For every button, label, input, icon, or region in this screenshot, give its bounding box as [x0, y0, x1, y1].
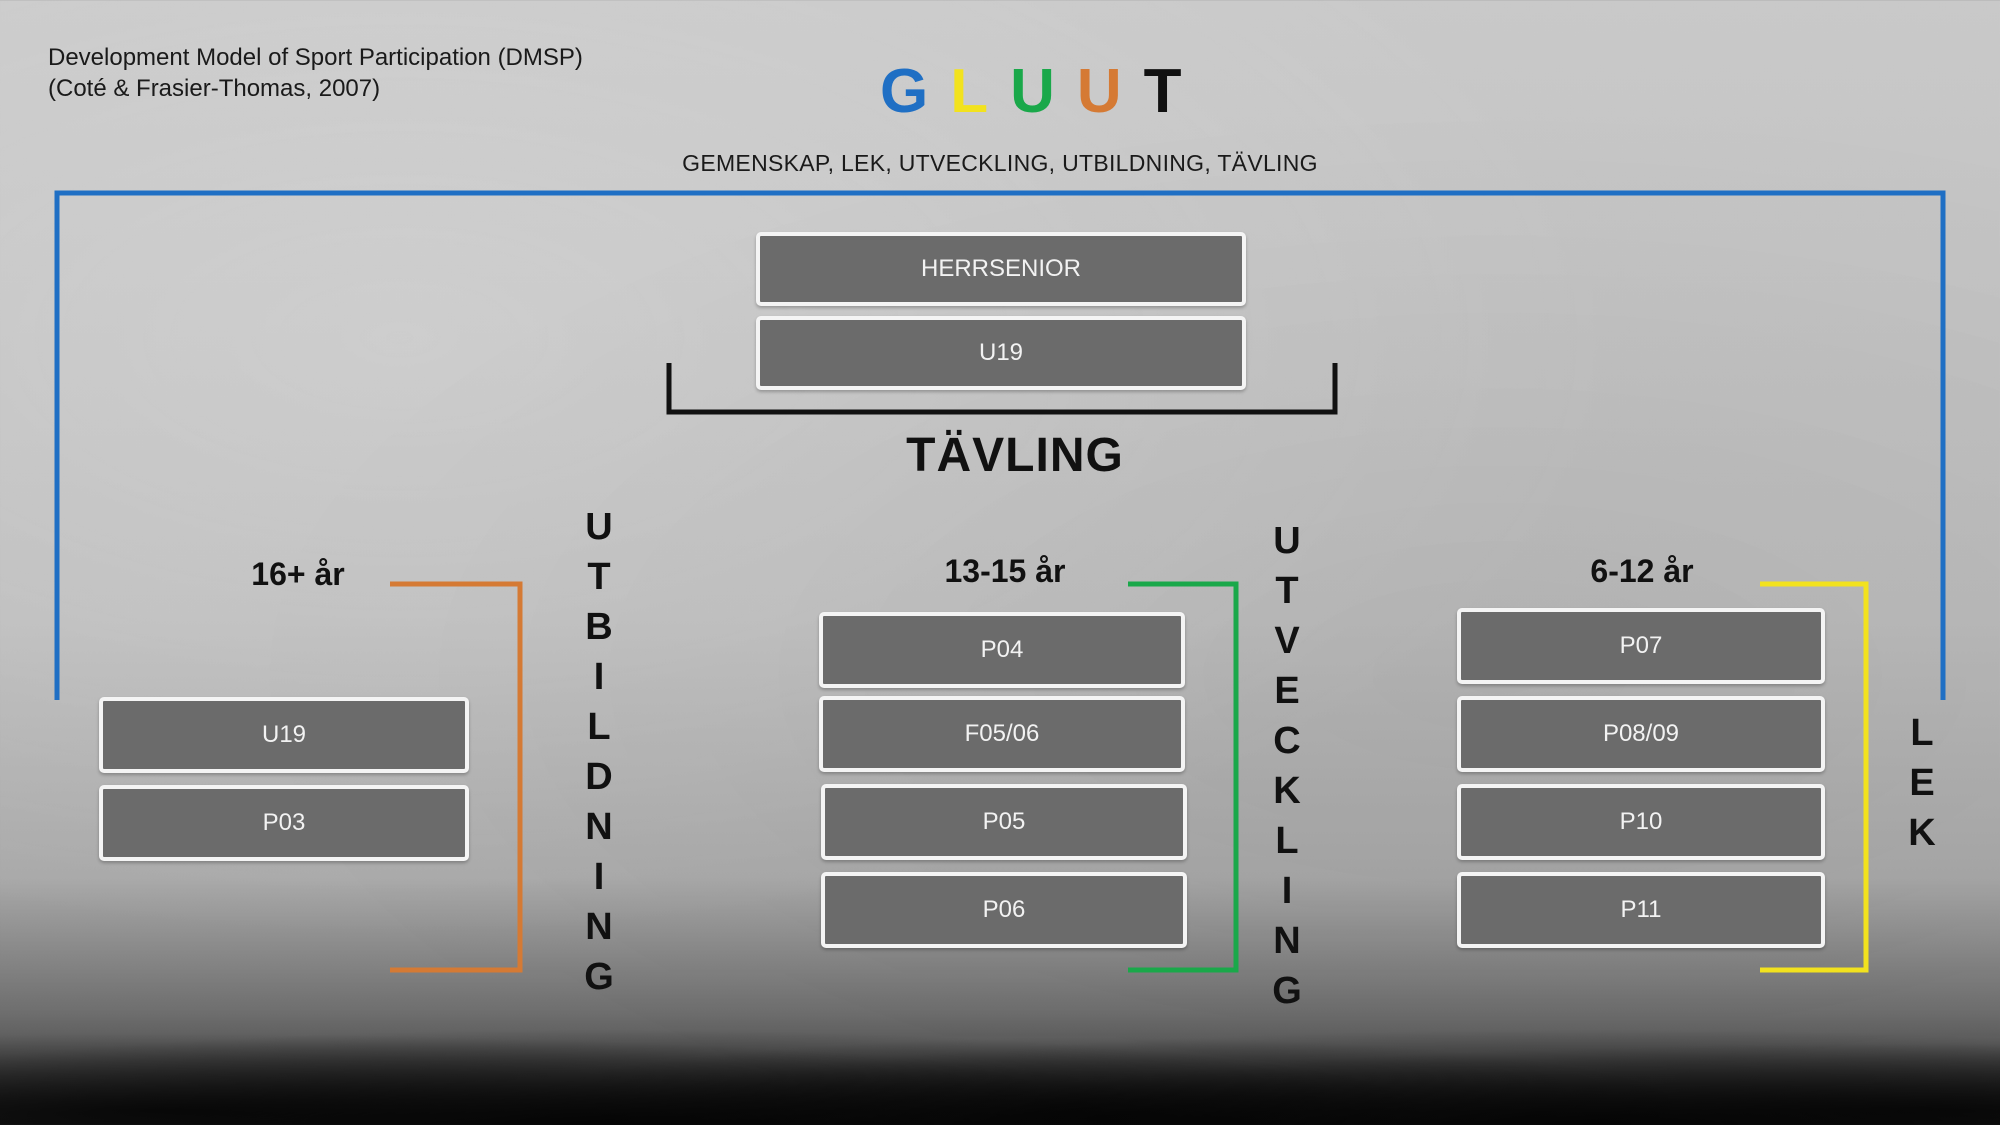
vertical-letter: I: [1281, 870, 1293, 912]
logo-letter-u2: U: [1076, 57, 1144, 126]
team-box-f05-06: F05/06: [819, 696, 1185, 772]
grunge-texture: [0, 975, 2000, 1125]
team-box-p05: P05: [821, 784, 1187, 860]
team-box-p06: P06: [821, 872, 1187, 948]
logo-letter-t: T: [1143, 57, 1204, 126]
utveckling-bracket: [1128, 581, 1239, 973]
age-label-16plus: 16+ år: [251, 556, 345, 592]
vertical-letter: U: [585, 506, 613, 548]
vertical-letter: U: [1273, 520, 1301, 562]
team-box-p03: P03: [99, 785, 469, 861]
dmsp-credit: Development Model of Sport Participation…: [48, 42, 583, 104]
logo-letter-g: G: [880, 57, 951, 126]
team-box-herrsenior: HERRSENIOR: [756, 232, 1246, 306]
tavling-title: TÄVLING: [906, 429, 1124, 482]
gluut-logo: GLUUT: [880, 56, 1204, 127]
vertical-letter: C: [1273, 720, 1301, 762]
vertical-letter: L: [587, 706, 611, 748]
utbildning-bracket: [390, 581, 523, 973]
vertical-letter: L: [1275, 820, 1299, 862]
team-box-u19-tavling: U19: [756, 316, 1246, 390]
vertical-letter: B: [585, 606, 613, 648]
vertical-letter: V: [1274, 620, 1300, 662]
vertical-letter: T: [587, 556, 611, 598]
vertical-letter: T: [1275, 570, 1299, 612]
vertical-letter: K: [1273, 770, 1301, 812]
vertical-letter: I: [593, 856, 605, 898]
vertical-letter: N: [585, 906, 613, 948]
age-label-13-15: 13-15 år: [944, 553, 1066, 589]
outer-bracket: [54, 190, 1946, 700]
vertical-letter: E: [1909, 762, 1935, 804]
vertical-letter: G: [1272, 970, 1302, 1012]
team-box-p10: P10: [1457, 784, 1825, 860]
credit-title: Development Model of Sport Participation…: [48, 44, 583, 71]
tavling-bracket: [666, 363, 1338, 415]
values-line: GEMENSKAP, LEK, UTVECKLING, UTBILDNING, …: [682, 150, 1318, 176]
vertical-letter: G: [584, 956, 614, 998]
vertical-letter: D: [585, 756, 613, 798]
vertical-letter: N: [585, 806, 613, 848]
logo-letter-u1: U: [1010, 57, 1077, 126]
credit-citation: (Coté & Frasier-Thomas, 2007): [48, 75, 381, 102]
vertical-letter: I: [593, 656, 605, 698]
vertical-letter: L: [1910, 712, 1934, 754]
team-box-p11: P11: [1457, 872, 1825, 948]
team-box-u19: U19: [99, 697, 469, 773]
team-box-p04: P04: [819, 612, 1185, 688]
vertical-letter: K: [1908, 812, 1936, 854]
vertical-letter: N: [1273, 920, 1301, 962]
vertical-letter: E: [1274, 670, 1300, 712]
logo-letter-l: L: [950, 57, 1011, 126]
age-label-6-12: 6-12 år: [1590, 553, 1694, 589]
team-box-p08-09: P08/09: [1457, 696, 1825, 772]
lek-bracket: [1760, 581, 1869, 973]
team-box-p07: P07: [1457, 608, 1825, 684]
